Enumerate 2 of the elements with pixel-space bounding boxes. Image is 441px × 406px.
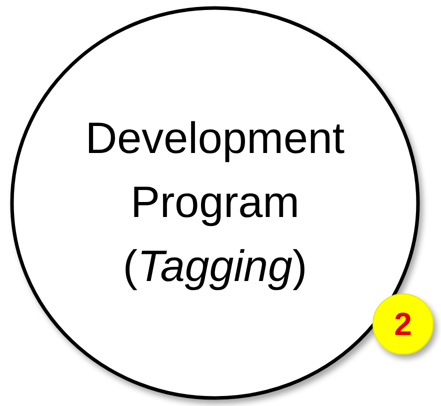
badge-number: 2	[394, 308, 412, 340]
node-label: Development Program (Tagging)	[84, 113, 346, 293]
